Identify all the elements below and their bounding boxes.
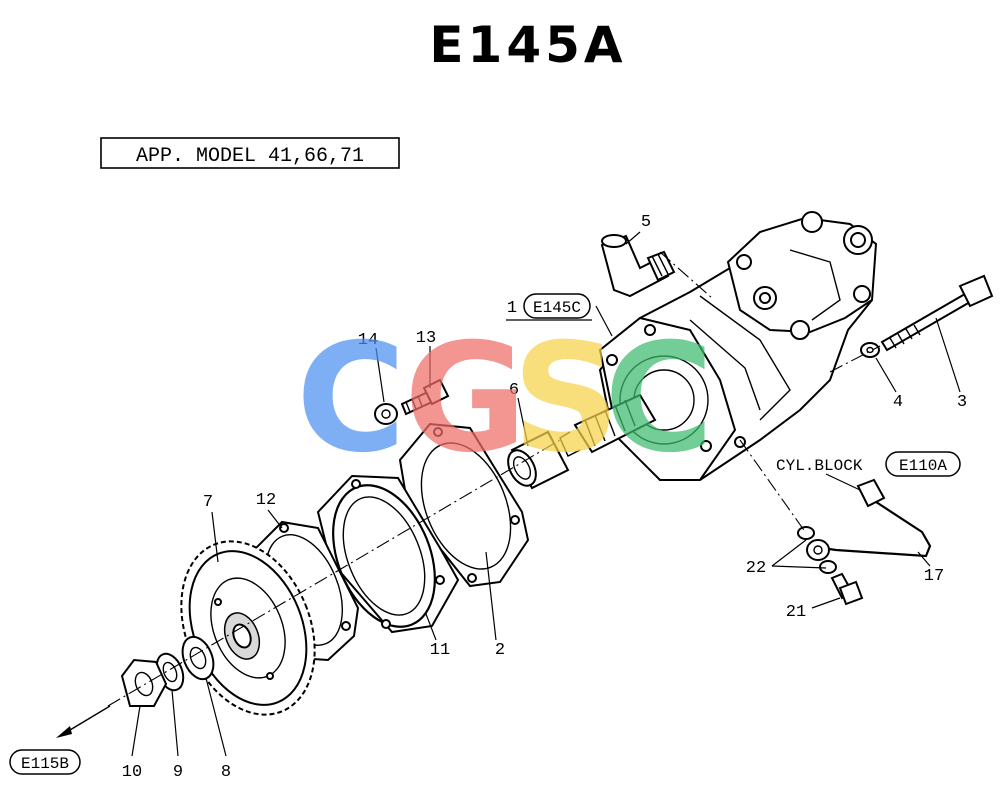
callout-22: 22	[746, 559, 766, 578]
callout-4: 4	[893, 393, 903, 412]
cyl-block-label: CYL.BLOCK	[776, 457, 863, 475]
callout-21: 21	[786, 603, 806, 622]
callout-9: 9	[173, 763, 183, 782]
ref-badge-out[interactable]: E115B	[9, 749, 81, 775]
applicability-box: APP. MODEL 41,66,71	[100, 137, 400, 169]
callout-14: 14	[358, 331, 378, 350]
callout-1: 1	[507, 299, 517, 318]
injection-pump-assembly	[559, 211, 878, 481]
callout-7: 7	[203, 493, 213, 512]
assembly-center-lines	[107, 251, 881, 707]
part-3-bolt	[880, 274, 994, 352]
applicability-text: APP. MODEL 41,66,71	[136, 145, 364, 168]
diagram-title: E145A	[429, 16, 626, 74]
callout-17: 17	[924, 567, 944, 586]
leader-lines	[131, 231, 961, 757]
part-21-bolt	[830, 572, 864, 606]
part-13-bolt	[400, 378, 450, 416]
callout-13: 13	[416, 329, 436, 348]
callout-2: 2	[495, 641, 505, 660]
callout-10: 10	[122, 763, 142, 782]
part-7-drive-gear	[180, 540, 316, 716]
callout-6: 6	[509, 381, 519, 400]
out-arrow	[56, 705, 111, 738]
part-10-nut	[120, 658, 168, 707]
ref-out-text: E115B	[21, 755, 69, 773]
callout-3: 3	[957, 393, 967, 412]
watermark: C G S C	[296, 312, 714, 486]
watermark-letter-s: S	[512, 312, 620, 486]
callout-11: 11	[430, 641, 450, 660]
callout-5: 5	[641, 213, 651, 232]
part-4-washer	[860, 342, 880, 358]
cyl-block-reference[interactable]: CYL.BLOCK E110A	[776, 451, 961, 477]
callout-8: 8	[221, 763, 231, 782]
watermark-letter-c2: C	[604, 312, 714, 486]
watermark-letter-g: G	[404, 312, 527, 486]
callout-12: 12	[256, 491, 276, 510]
part-17-oil-pipe	[806, 478, 932, 561]
watermark-letter-c1: C	[296, 312, 406, 486]
part-22-washers	[797, 526, 837, 574]
part-5-elbow-fitting	[600, 234, 676, 298]
ref-main-part-text: E145C	[533, 299, 581, 317]
part-2-gasket	[398, 422, 530, 588]
cyl-block-ref-text: E110A	[899, 457, 947, 475]
ref-badge-main-part[interactable]: E145C	[523, 293, 591, 319]
part-6-sleeve	[507, 430, 570, 490]
part-14-washer	[374, 403, 398, 425]
